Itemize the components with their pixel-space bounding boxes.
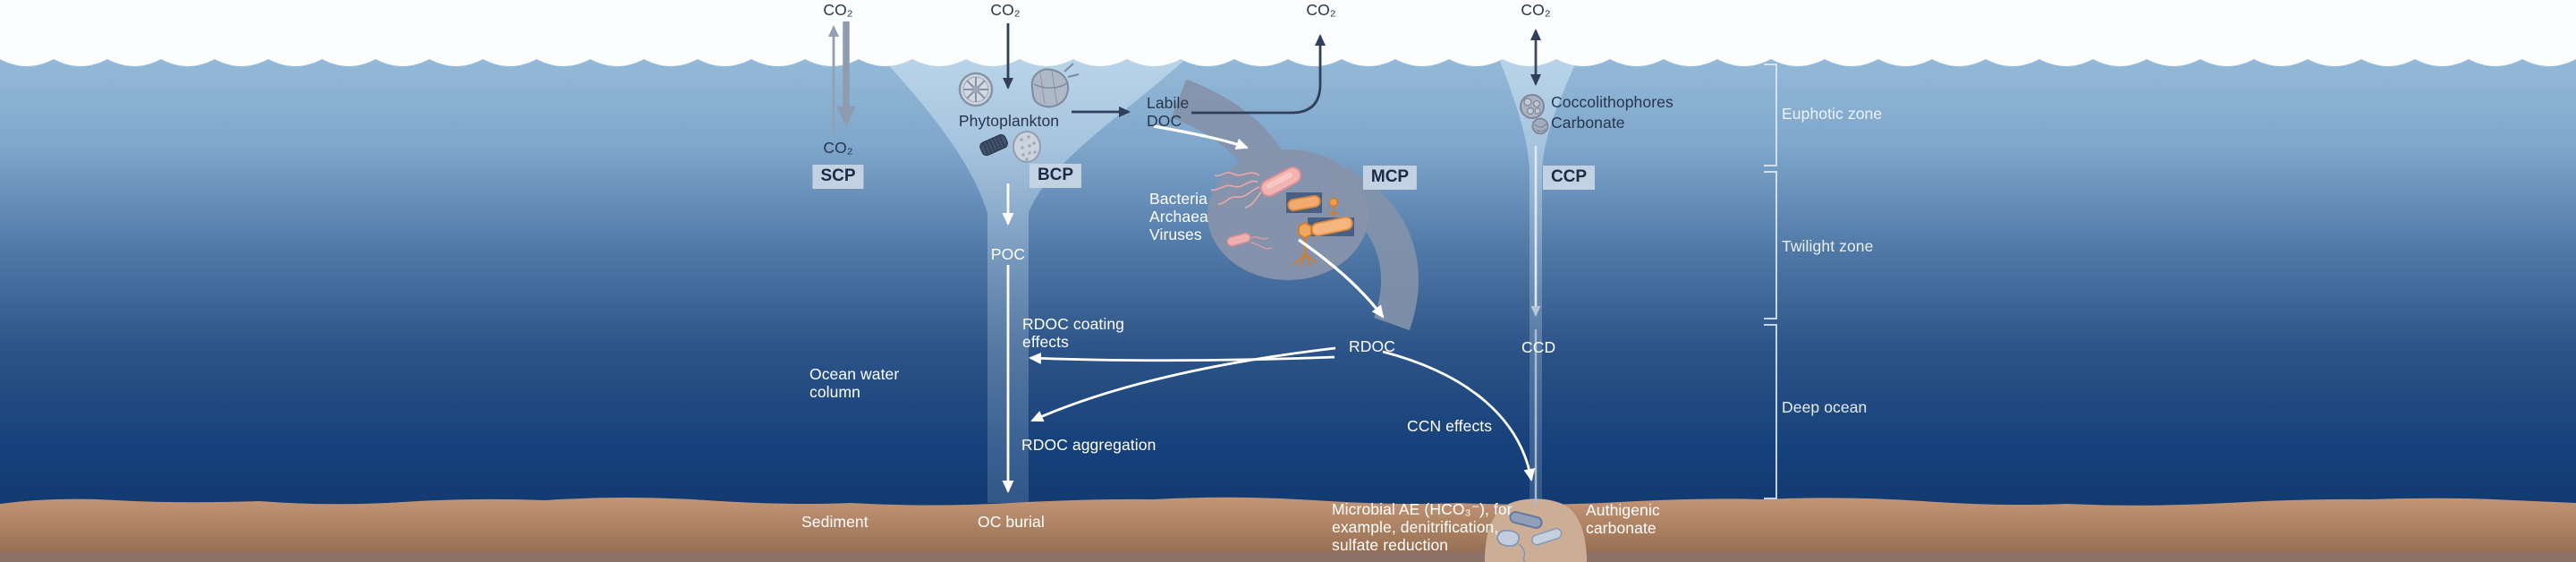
sediment-bacteria-icon <box>1496 511 1563 562</box>
co2-label-ccp: CO₂ <box>1521 1 1551 19</box>
phytoplankton-label: Phytoplankton <box>958 112 1060 130</box>
ccn-effects-label: CCN effects <box>1407 417 1493 435</box>
bcp-badge: BCP <box>1029 164 1082 188</box>
carbonate-label: Carbonate <box>1551 114 1625 132</box>
poc-label: POC <box>990 245 1026 263</box>
co2-label-scp-bottom: CO₂ <box>823 139 853 157</box>
archaeon-icon <box>1286 192 1322 213</box>
infected-archaeon-icon <box>1308 197 1354 237</box>
small-virus-icon <box>1328 197 1339 208</box>
ccp-particles <box>1520 94 1549 135</box>
zone-bracket <box>1764 64 1777 499</box>
authigenic-carbonate-mound <box>1485 498 1587 562</box>
ocean-water-column-label: Ocean water column <box>809 365 900 401</box>
carbonate-particle-icon <box>1531 117 1549 135</box>
picoplankton-icon <box>1013 131 1041 163</box>
labile-doc-label: Labile DOC <box>1147 94 1190 130</box>
oc-burial-label: OC burial <box>978 513 1045 531</box>
microbes-label: Bacteria Archaea Viruses <box>1149 190 1208 243</box>
co2-label-bcp: CO₂ <box>990 1 1021 19</box>
flux-arrows <box>1002 124 1536 493</box>
ccd-label: CCD <box>1521 338 1556 356</box>
zone-label-euphotic: Euphotic zone <box>1782 105 1883 123</box>
ccp-badge: CCP <box>1542 166 1596 190</box>
mcp-to-rdoc-arrow <box>1298 238 1385 319</box>
ocean-water <box>0 59 2576 562</box>
bacterium-icon <box>1210 166 1302 209</box>
sediment-bottom-band <box>0 552 2576 562</box>
mcp-microbes <box>1210 166 1354 268</box>
rdoc-coating-effects-label: RDOC coating effects <box>1022 315 1125 351</box>
phytoplankton-icons <box>958 63 1080 163</box>
sediment-label: Sediment <box>801 513 869 531</box>
diatom-icon <box>958 72 994 107</box>
sediment <box>0 497 2576 562</box>
coccolithophores-label: Coccolithophores <box>1551 93 1674 111</box>
rdoc-aggregation-arrow <box>1030 346 1336 422</box>
mcp-respiration-arrow <box>1191 34 1326 115</box>
ccn-effects-arrow <box>1382 350 1536 481</box>
gas-exchange-arrows <box>828 21 1541 132</box>
authigenic-carbonate-label: Authigenic carbonate <box>1586 501 1660 537</box>
rdoc-label: RDOC <box>1349 337 1395 355</box>
pennate-diatom-icon <box>979 133 1009 157</box>
coccolithophore-icon <box>1520 94 1545 119</box>
zone-label-deep: Deep ocean <box>1782 398 1868 416</box>
ccp-funnel <box>1497 59 1580 503</box>
virus-icon <box>1292 221 1318 268</box>
mcp-badge: MCP <box>1362 166 1418 190</box>
microbial-ae-label: Microbial AE (HCO₃⁻), for example, denit… <box>1332 500 1513 554</box>
small-bacterium-icon <box>1226 232 1273 250</box>
co2-label-scp-top: CO₂ <box>823 1 853 19</box>
zone-label-twilight: Twilight zone <box>1782 237 1874 255</box>
rdoc-aggregation-label: RDOC aggregation <box>1021 436 1157 454</box>
dinoflagellate-icon <box>1030 63 1080 108</box>
doc-into-microbial-loop-arrow <box>1153 124 1249 150</box>
rdoc-coating-arrow <box>1029 352 1335 364</box>
co2-label-mcp: CO₂ <box>1306 1 1336 19</box>
scp-badge: SCP <box>812 165 864 189</box>
